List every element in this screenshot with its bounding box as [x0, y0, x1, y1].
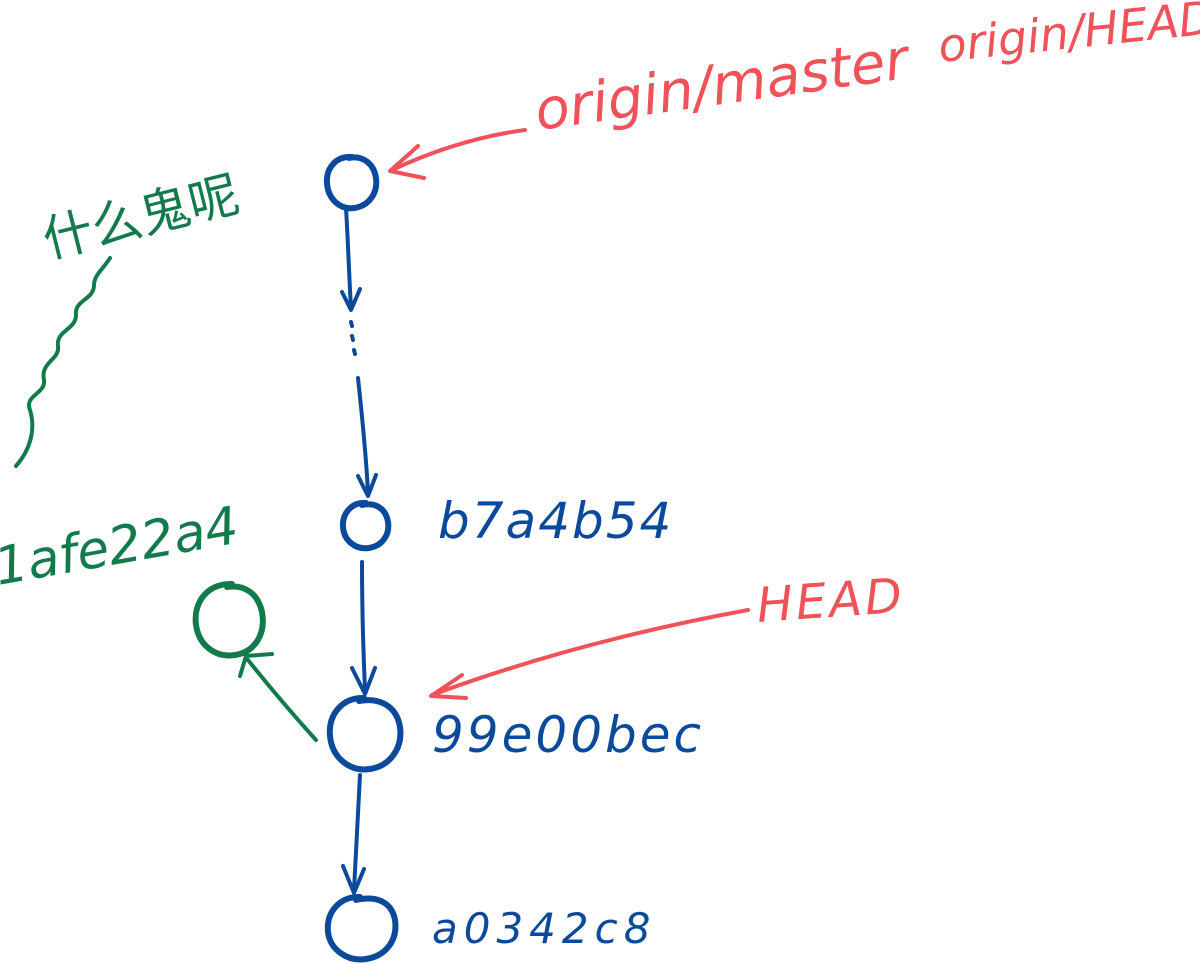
squiggle-line	[14, 256, 112, 468]
note-label: 什么鬼呢	[37, 165, 245, 270]
detached-commit-group: 1afe22a4 什么鬼呢	[0, 165, 318, 742]
commit-node-b7a4b54	[339, 499, 392, 552]
commit-label-a0342c8: a0342c8	[432, 904, 656, 953]
edge-to-a0342c8	[352, 773, 362, 892]
commit-label-b7a4b54: b7a4b54	[438, 492, 673, 550]
edge-top-down	[344, 206, 353, 310]
commit-node-a0342c8	[324, 894, 399, 963]
commit-label-1afe22a4: 1afe22a4	[0, 496, 243, 598]
ref-label-origin-master: origin/master	[531, 27, 915, 144]
edge-to-a0342c8-arrowhead	[341, 864, 366, 895]
commit-label-99e00bec: 99e00bec	[432, 706, 704, 764]
ellipsis-dots	[349, 320, 357, 356]
edge-to-99e00bec	[360, 560, 367, 692]
edge-to-99e00bec-arrowhead	[350, 666, 377, 696]
ref-pointers: origin/master origin/HEAD HEAD	[388, 0, 1200, 700]
commit-node-99e00bec	[326, 695, 404, 773]
origin-master-arrowhead	[388, 144, 426, 180]
edge-to-1afe22a4-arrowhead	[238, 652, 274, 678]
ref-label-origin-head: origin/HEAD	[936, 0, 1200, 73]
ref-label-head: HEAD	[755, 568, 907, 634]
commit-node-top	[323, 153, 380, 212]
origin-master-arrow	[390, 128, 527, 172]
commit-chain: b7a4b54 99e00bec a0342c8	[323, 153, 704, 963]
edge-to-b7a4b54	[356, 376, 370, 494]
head-arrowhead	[429, 673, 468, 700]
edge-top-down-arrowhead	[340, 287, 362, 312]
edge-to-1afe22a4	[246, 658, 318, 742]
commit-node-1afe22a4	[192, 580, 266, 659]
edge-to-b7a4b54-arrowhead	[356, 473, 378, 498]
head-arrow	[430, 608, 750, 697]
